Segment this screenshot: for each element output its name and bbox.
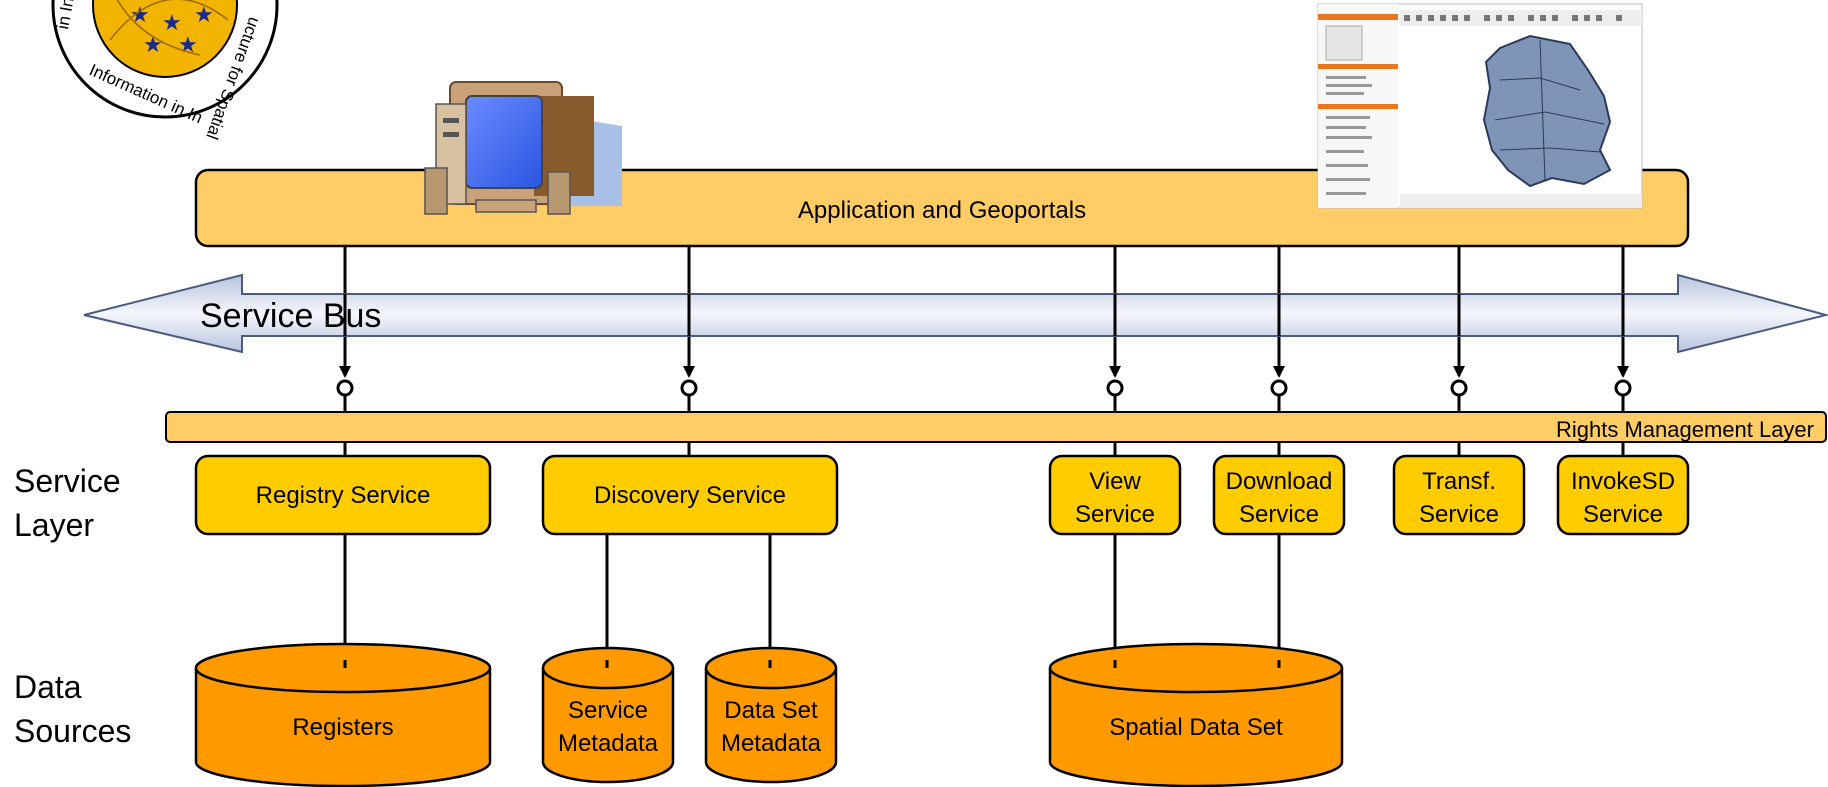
transf-service-label-1: Transf. [1422,468,1496,495]
view-service-label-1: View [1089,468,1141,495]
dataset-metadata-label-1: Data Set [724,697,818,724]
registers-cylinder [194,642,492,787]
interface-circle-icon [336,379,354,397]
service-metadata-label-1: Service [568,697,648,724]
interface-circle-icon [1614,379,1632,397]
computer-icon [424,81,622,215]
svg-text:★: ★ [130,2,150,27]
rights-management-layer-label: Rights Management Layer [1556,417,1814,442]
download-service-label-1: Download [1226,468,1333,495]
service-bus-arrow [83,273,1828,354]
data-sources-label-line2: Sources [14,713,131,749]
application-layer-label: Application and Geoportals [798,197,1086,224]
registry-service-label: Registry Service [256,482,431,509]
svg-text:★: ★ [162,10,182,35]
registry-service-box [194,454,492,536]
invokesd-service-box [1556,454,1690,536]
interface-circle-icon [1450,379,1468,397]
transf-service-box [1392,454,1526,536]
registers-label: Registers [292,714,393,741]
transf-service-label-2: Service [1419,501,1499,528]
interface-circle-icon [1106,379,1124,397]
invokesd-service-label-2: Service [1583,501,1663,528]
service-metadata-label-2: Metadata [558,730,659,757]
geoportal-screenshot-icon [1317,3,1643,209]
invokesd-service-label-1: InvokeSD [1571,468,1675,495]
service-bus-label: Service Bus [200,297,381,335]
inspire-logo: ★ ★ ★ ★ ★ in In Information in In ucture… [51,0,279,142]
dataset-metadata-label-2: Metadata [721,730,822,757]
spatial-dataset-label: Spatial Data Set [1109,714,1283,741]
data-sources-label-line1: Data [14,669,82,705]
discovery-service-label: Discovery Service [594,482,786,509]
svg-text:★: ★ [143,32,163,57]
service-interfaces [336,366,1632,412]
download-service-label-2: Service [1239,501,1319,528]
interface-circle-icon [1270,379,1288,397]
service-layer-label-line1: Service [14,463,121,499]
discovery-service-box [541,454,839,536]
view-service-label-2: Service [1075,501,1155,528]
service-layer-label-line2: Layer [14,507,94,543]
interface-circle-icon [680,379,698,397]
spatial-dataset-cylinder [1048,642,1344,787]
rights-management-layer-bar [165,411,1827,443]
